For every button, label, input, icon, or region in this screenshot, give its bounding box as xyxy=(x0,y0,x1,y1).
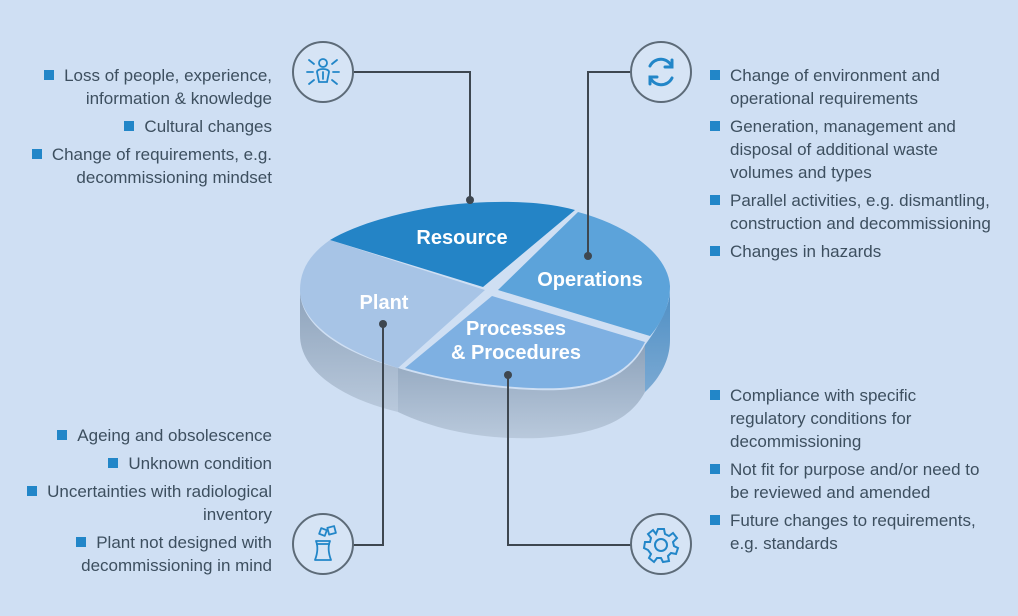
resource-connector-dot xyxy=(466,196,474,204)
resource-list: Loss of people, experience, information … xyxy=(20,64,272,194)
list-item: Loss of people, experience, information … xyxy=(20,64,272,110)
list-item: Uncertainties with radiological inventor… xyxy=(20,480,272,526)
processes-slice xyxy=(405,296,645,389)
bullet-marker xyxy=(27,486,38,496)
bullet-marker xyxy=(57,430,68,440)
gear-icon xyxy=(630,513,692,575)
processes-connector-dot xyxy=(504,371,512,379)
list-item: Cultural changes xyxy=(20,115,272,138)
processes-side xyxy=(398,345,645,439)
bullet-marker xyxy=(108,458,119,468)
person-network-icon xyxy=(292,41,354,103)
bullet-marker xyxy=(710,195,720,205)
processes-list: Compliance with specific regulatory cond… xyxy=(710,384,980,560)
plant-slice xyxy=(300,240,485,368)
list-item: Compliance with specific regulatory cond… xyxy=(710,384,980,453)
plant-connector-dot xyxy=(379,320,387,328)
list-item: Changes in hazards xyxy=(710,240,995,263)
plant-side xyxy=(300,290,398,412)
resource-slice xyxy=(330,201,575,287)
refresh-cycle-icon xyxy=(630,41,692,103)
processes-label-line2: & Procedures xyxy=(450,342,582,364)
list-item: Change of requirements, e.g. decommissio… xyxy=(20,143,272,189)
connector-lines xyxy=(352,71,632,546)
operations-side xyxy=(645,290,670,392)
list-item: Change of environment and operational re… xyxy=(710,64,995,110)
list-item: Unknown condition xyxy=(20,452,272,475)
processes-label: Processes & Procedures xyxy=(426,317,606,365)
list-item: Parallel activities, e.g. dismantling, c… xyxy=(710,189,995,235)
bullet-marker xyxy=(31,149,42,159)
list-item: Not fit for purpose and/or need to be re… xyxy=(710,458,980,504)
processes-label-line1: Processes xyxy=(465,318,567,340)
bullet-marker xyxy=(710,70,720,80)
operations-connector-dot xyxy=(584,252,592,260)
bullet-marker xyxy=(76,537,87,547)
bullet-marker xyxy=(710,390,720,400)
cooling-tower-icon xyxy=(292,513,354,575)
resource-label: Resource xyxy=(416,227,508,249)
list-item: Plant not designed with decommissioning … xyxy=(20,531,272,577)
bullet-marker xyxy=(710,246,720,256)
bullet-marker xyxy=(124,121,135,131)
plant-label: Plant xyxy=(359,292,409,314)
bullet-marker xyxy=(710,515,720,525)
bullet-marker xyxy=(710,464,720,474)
bullet-marker xyxy=(710,121,720,131)
operations-list: Change of environment and operational re… xyxy=(710,64,995,268)
list-item: Future changes to requirements, e.g. sta… xyxy=(710,509,980,555)
operations-label: Operations xyxy=(537,269,643,291)
list-item: Ageing and obsolescence xyxy=(20,424,272,447)
list-item: Generation, management and disposal of a… xyxy=(710,115,995,184)
plant-list: Ageing and obsolescence Unknown conditio… xyxy=(20,424,272,582)
operations-slice xyxy=(498,212,670,336)
bullet-marker xyxy=(44,70,55,80)
